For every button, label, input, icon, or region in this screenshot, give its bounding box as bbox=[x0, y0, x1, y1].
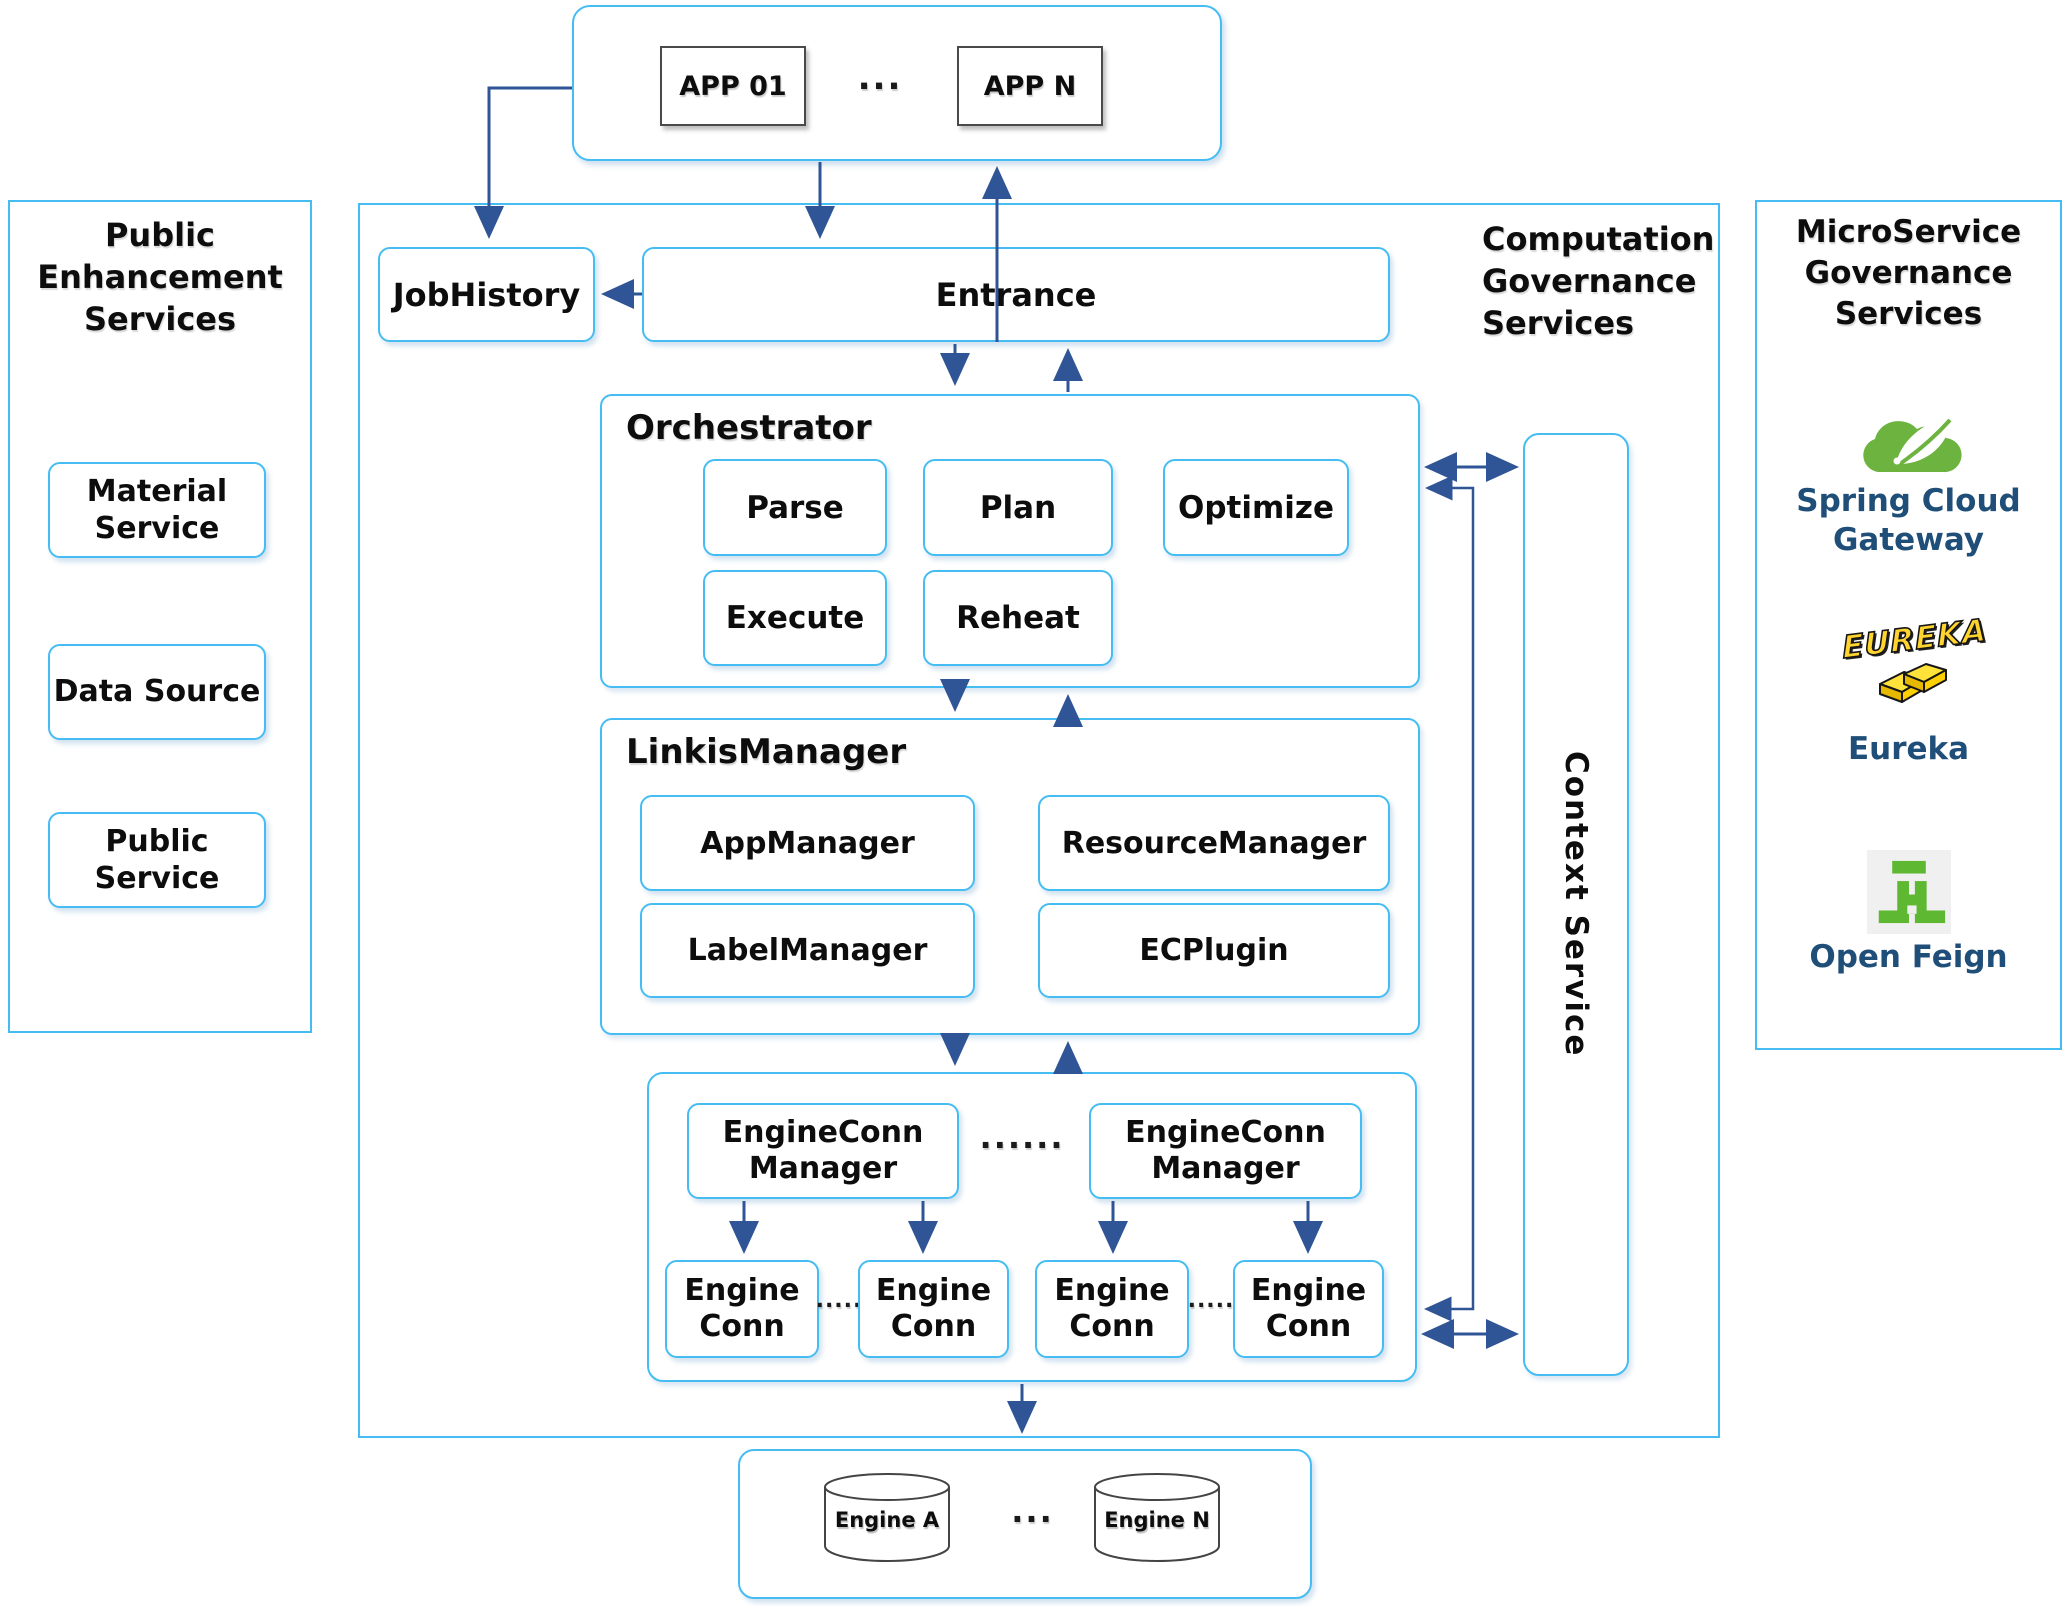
open-feign-icon bbox=[1867, 850, 1951, 934]
engine-a-cylinder: Engine A bbox=[822, 1472, 952, 1564]
execute-box: Execute bbox=[703, 570, 887, 666]
context-service-box: Context Service bbox=[1523, 433, 1629, 1376]
execute-label: Execute bbox=[725, 600, 865, 636]
label-manager-label: LabelManager bbox=[687, 933, 928, 968]
entrance-label: Entrance bbox=[935, 275, 1097, 314]
engine-conn-1-label: Engine Conn bbox=[684, 1273, 800, 1344]
engine-conn-3-box: Engine Conn bbox=[1035, 1260, 1189, 1358]
engine-conn-manager-2-label: EngineConn Manager bbox=[1125, 1115, 1326, 1186]
orchestrator-title: Orchestrator bbox=[626, 408, 872, 448]
engine-conn-3-label: Engine Conn bbox=[1054, 1273, 1170, 1344]
engine-conn-4-label: Engine Conn bbox=[1250, 1273, 1367, 1344]
app-ellipsis: ... bbox=[857, 58, 903, 98]
material-service-box: Material Service bbox=[48, 462, 266, 558]
engine-a-label: Engine A bbox=[834, 1508, 940, 1532]
engine-conn-ellipsis-right: ..... bbox=[1187, 1288, 1235, 1313]
reheat-label: Reheat bbox=[956, 600, 1080, 636]
microservice-governance-panel bbox=[1755, 200, 2062, 1050]
engine-conn-2-box: Engine Conn bbox=[858, 1260, 1009, 1358]
public-service-box: Public Service bbox=[48, 812, 266, 908]
plan-label: Plan bbox=[979, 489, 1057, 526]
app-n-label: APP N bbox=[983, 70, 1077, 102]
app-manager-label: AppManager bbox=[700, 825, 915, 861]
engines-ellipsis: ... bbox=[1011, 1492, 1054, 1530]
label-manager-box: LabelManager bbox=[640, 903, 975, 998]
linkis-manager-title: LinkisManager bbox=[626, 732, 907, 772]
engine-conn-manager-ellipsis: ...... bbox=[979, 1118, 1065, 1156]
spring-cloud-icon bbox=[1850, 406, 1966, 478]
engine-conn-manager-2-box: EngineConn Manager bbox=[1089, 1103, 1362, 1199]
engine-conn-4-box: Engine Conn bbox=[1233, 1260, 1384, 1358]
app-01-label: APP 01 bbox=[679, 70, 787, 102]
resource-manager-box: ResourceManager bbox=[1038, 795, 1390, 891]
job-history-box: JobHistory bbox=[378, 247, 595, 342]
data-source-label: Data Source bbox=[53, 674, 261, 710]
ec-plugin-label: ECPlugin bbox=[1139, 933, 1289, 968]
spring-cloud-gateway-label: Spring Cloud Gateway bbox=[1796, 483, 2021, 558]
ec-plugin-box: ECPlugin bbox=[1038, 903, 1390, 998]
entrance-box: Entrance bbox=[642, 247, 1390, 342]
engine-conn-2-label: Engine Conn bbox=[875, 1273, 992, 1344]
material-service-label: Material Service bbox=[86, 473, 228, 547]
job-history-label: JobHistory bbox=[392, 275, 581, 314]
open-feign-label: Open Feign bbox=[1809, 939, 2008, 975]
public-enhancement-title: Public Enhancement Services bbox=[37, 216, 283, 339]
engine-n-cylinder: Engine N bbox=[1092, 1472, 1222, 1564]
engine-conn-ellipsis-left: ..... bbox=[815, 1288, 863, 1313]
parse-label: Parse bbox=[746, 489, 844, 526]
public-service-label: Public Service bbox=[94, 823, 220, 897]
app-01-box: APP 01 bbox=[660, 46, 806, 126]
engine-conn-1-box: Engine Conn bbox=[665, 1260, 819, 1358]
app-n-box: APP N bbox=[957, 46, 1103, 126]
eureka-logo-icon: EUREKA bbox=[1841, 612, 1989, 718]
optimize-box: Optimize bbox=[1163, 459, 1349, 556]
context-service-label: Context Service bbox=[1558, 751, 1594, 1058]
reheat-box: Reheat bbox=[923, 570, 1113, 666]
engine-n-label: Engine N bbox=[1104, 1508, 1210, 1532]
resource-manager-label: ResourceManager bbox=[1061, 825, 1367, 861]
microservice-governance-title: MicroService Governance Services bbox=[1795, 214, 2022, 332]
app-manager-box: AppManager bbox=[640, 795, 975, 891]
plan-box: Plan bbox=[923, 459, 1113, 556]
computation-governance-title: Computation Governance Services bbox=[1482, 220, 1715, 343]
engine-conn-manager-1-label: EngineConn Manager bbox=[722, 1115, 924, 1186]
parse-box: Parse bbox=[703, 459, 887, 556]
data-source-box: Data Source bbox=[48, 644, 266, 740]
optimize-label: Optimize bbox=[1178, 489, 1334, 526]
engine-conn-manager-1-box: EngineConn Manager bbox=[687, 1103, 959, 1199]
eureka-label: Eureka bbox=[1847, 731, 1970, 767]
